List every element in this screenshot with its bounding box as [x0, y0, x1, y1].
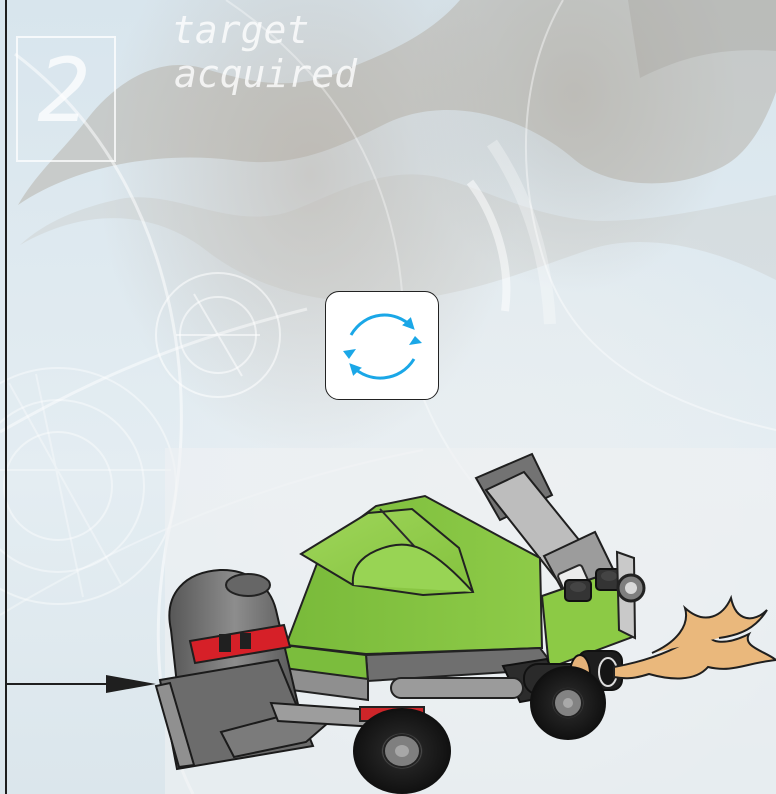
page-title: target acquired	[172, 8, 422, 96]
left-binding-rule	[5, 0, 7, 794]
rotate-model-icon	[336, 305, 428, 387]
page-title-line-2: acquired	[174, 52, 422, 96]
rotate-model-instruction-box	[325, 291, 439, 400]
green-vehicle-model-illustration	[130, 448, 776, 794]
step-number: 2	[28, 45, 98, 137]
callout-pointer-line	[6, 683, 118, 685]
page-title-line-1: target	[172, 8, 422, 52]
rotation-icon-name: rotate-model-icon	[0, 0, 1, 1]
